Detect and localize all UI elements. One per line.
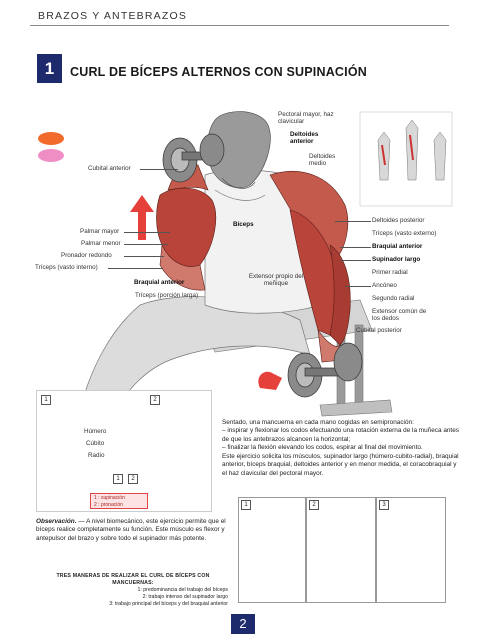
three-ways: TRES MANERAS DE REALIZAR EL CURL DE BÍCE… <box>38 573 228 608</box>
legend-supinacion: 1 : supinación <box>94 495 125 501</box>
label-cubital-anterior: Cubital anterior <box>88 165 131 172</box>
label-biceps: Bíceps <box>233 221 254 228</box>
label-braquial-anterior-left: Braquial anterior <box>134 279 185 286</box>
inset-sub-number: 1 <box>113 474 123 484</box>
leader-line <box>335 221 371 222</box>
label-deltoides-medio: Deltoides medio <box>309 153 336 168</box>
three-ways-item: 3: trabajo principal del bíceps y del br… <box>109 601 228 608</box>
arrow-up-icon <box>258 371 282 390</box>
label-humero: Húmero <box>84 428 107 435</box>
label-triceps-interno: Tríceps (vasto interno) <box>35 264 98 271</box>
exercise-number: 1 <box>37 54 62 83</box>
label-palmar-menor: Palmar menor <box>81 240 121 247</box>
desc-line: – inspirar y flexionar los codos efectua… <box>222 427 459 443</box>
label-anconeo: Ancóneo <box>372 282 397 289</box>
three-ways-title: TRES MANERAS DE REALIZAR EL CURL DE BÍCE… <box>56 573 210 587</box>
leader-line <box>124 244 168 245</box>
desc-line: – finalizar la flexión elevando los codo… <box>222 444 423 452</box>
page-number: 2 <box>231 614 255 634</box>
inset-frame-number: 1 <box>41 395 51 405</box>
observation-key: Observación. <box>36 518 77 525</box>
label-triceps-larga: Tríceps (porción larga) <box>135 292 199 299</box>
pink-marker-icon <box>38 149 64 162</box>
observation: Observación. — A nivel biomecánico, este… <box>36 518 226 543</box>
variation-frame-2 <box>306 497 376 603</box>
label-deltoides-anterior: Deltoides anterior <box>290 131 319 146</box>
label-extensor-menique: Extensor propio del meñique <box>248 273 304 288</box>
label-pronador-redondo: Pronador redondo <box>61 252 112 259</box>
left-arm <box>156 163 217 291</box>
variation-frame-1 <box>238 497 306 603</box>
leader-line <box>124 256 164 257</box>
leader-line <box>124 232 170 233</box>
exercise-title: CURL DE BÍCEPS ALTERNOS CON SUPINACIÓN <box>70 65 367 79</box>
anatomy-inset-frame <box>36 390 212 512</box>
inset-frame-number: 2 <box>150 395 160 405</box>
three-ways-item: 1: predominancia del trabajo del bíceps <box>137 587 228 594</box>
leader-line <box>340 247 371 248</box>
label-palmar-mayor: Palmar mayor <box>80 228 120 235</box>
header-rule <box>30 25 449 26</box>
dumbbell-icon <box>287 342 363 398</box>
mini-figures <box>359 111 453 207</box>
legend-pronacion: 2 : pronación <box>94 502 123 508</box>
desc-line: Este ejercicio solicita los músculos, su… <box>222 452 459 477</box>
dumbbell-icon <box>162 133 225 183</box>
leader-line <box>108 268 163 269</box>
variation-number: 3 <box>379 500 389 510</box>
inset-sub-number: 2 <box>128 474 138 484</box>
variation-frame-3 <box>376 497 446 603</box>
label-triceps-externo: Tríceps (vasto externo) <box>372 230 437 237</box>
leader-line <box>140 169 178 170</box>
orange-marker-icon <box>38 132 64 145</box>
section-header: BRAZOS Y ANTEBRAZOS <box>38 10 188 22</box>
variation-number: 2 <box>309 500 319 510</box>
label-extensor-comun: Extensor común de los dedos <box>372 308 427 323</box>
observation-text: — A nivel biomecánico, este ejercicio pe… <box>36 518 226 542</box>
label-braquial-anterior-right: Braquial anterior <box>372 243 423 250</box>
arrow-up-icon <box>130 195 154 240</box>
label-cubital-posterior: Cubital posterior <box>356 327 402 334</box>
desc-line: Sentado, una mancuerna en cada mano cogi… <box>222 419 414 426</box>
label-supinador-largo: Supinador largo <box>372 256 421 263</box>
label-radio: Radio <box>88 452 105 459</box>
label-pectoral: Pectoral mayor, haz clavicular <box>278 111 334 126</box>
rotation-legend: 1 : supinación 2 : pronación <box>90 493 148 509</box>
label-cubito: Cúbito <box>86 440 105 447</box>
leader-line <box>345 286 371 287</box>
exercise-description: Sentado, una mancuerna en cada mano cogi… <box>222 419 460 478</box>
right-arm <box>269 171 351 363</box>
variation-number: 1 <box>241 500 251 510</box>
label-segundo-radial: Segundo radial <box>372 295 415 302</box>
three-ways-item: 2: trabajo intenso del supinador largo <box>142 594 228 601</box>
leader-line <box>340 260 371 261</box>
label-primer-radial: Primer radial <box>372 269 408 276</box>
label-deltoides-posterior: Deltoides posterior <box>372 217 425 224</box>
